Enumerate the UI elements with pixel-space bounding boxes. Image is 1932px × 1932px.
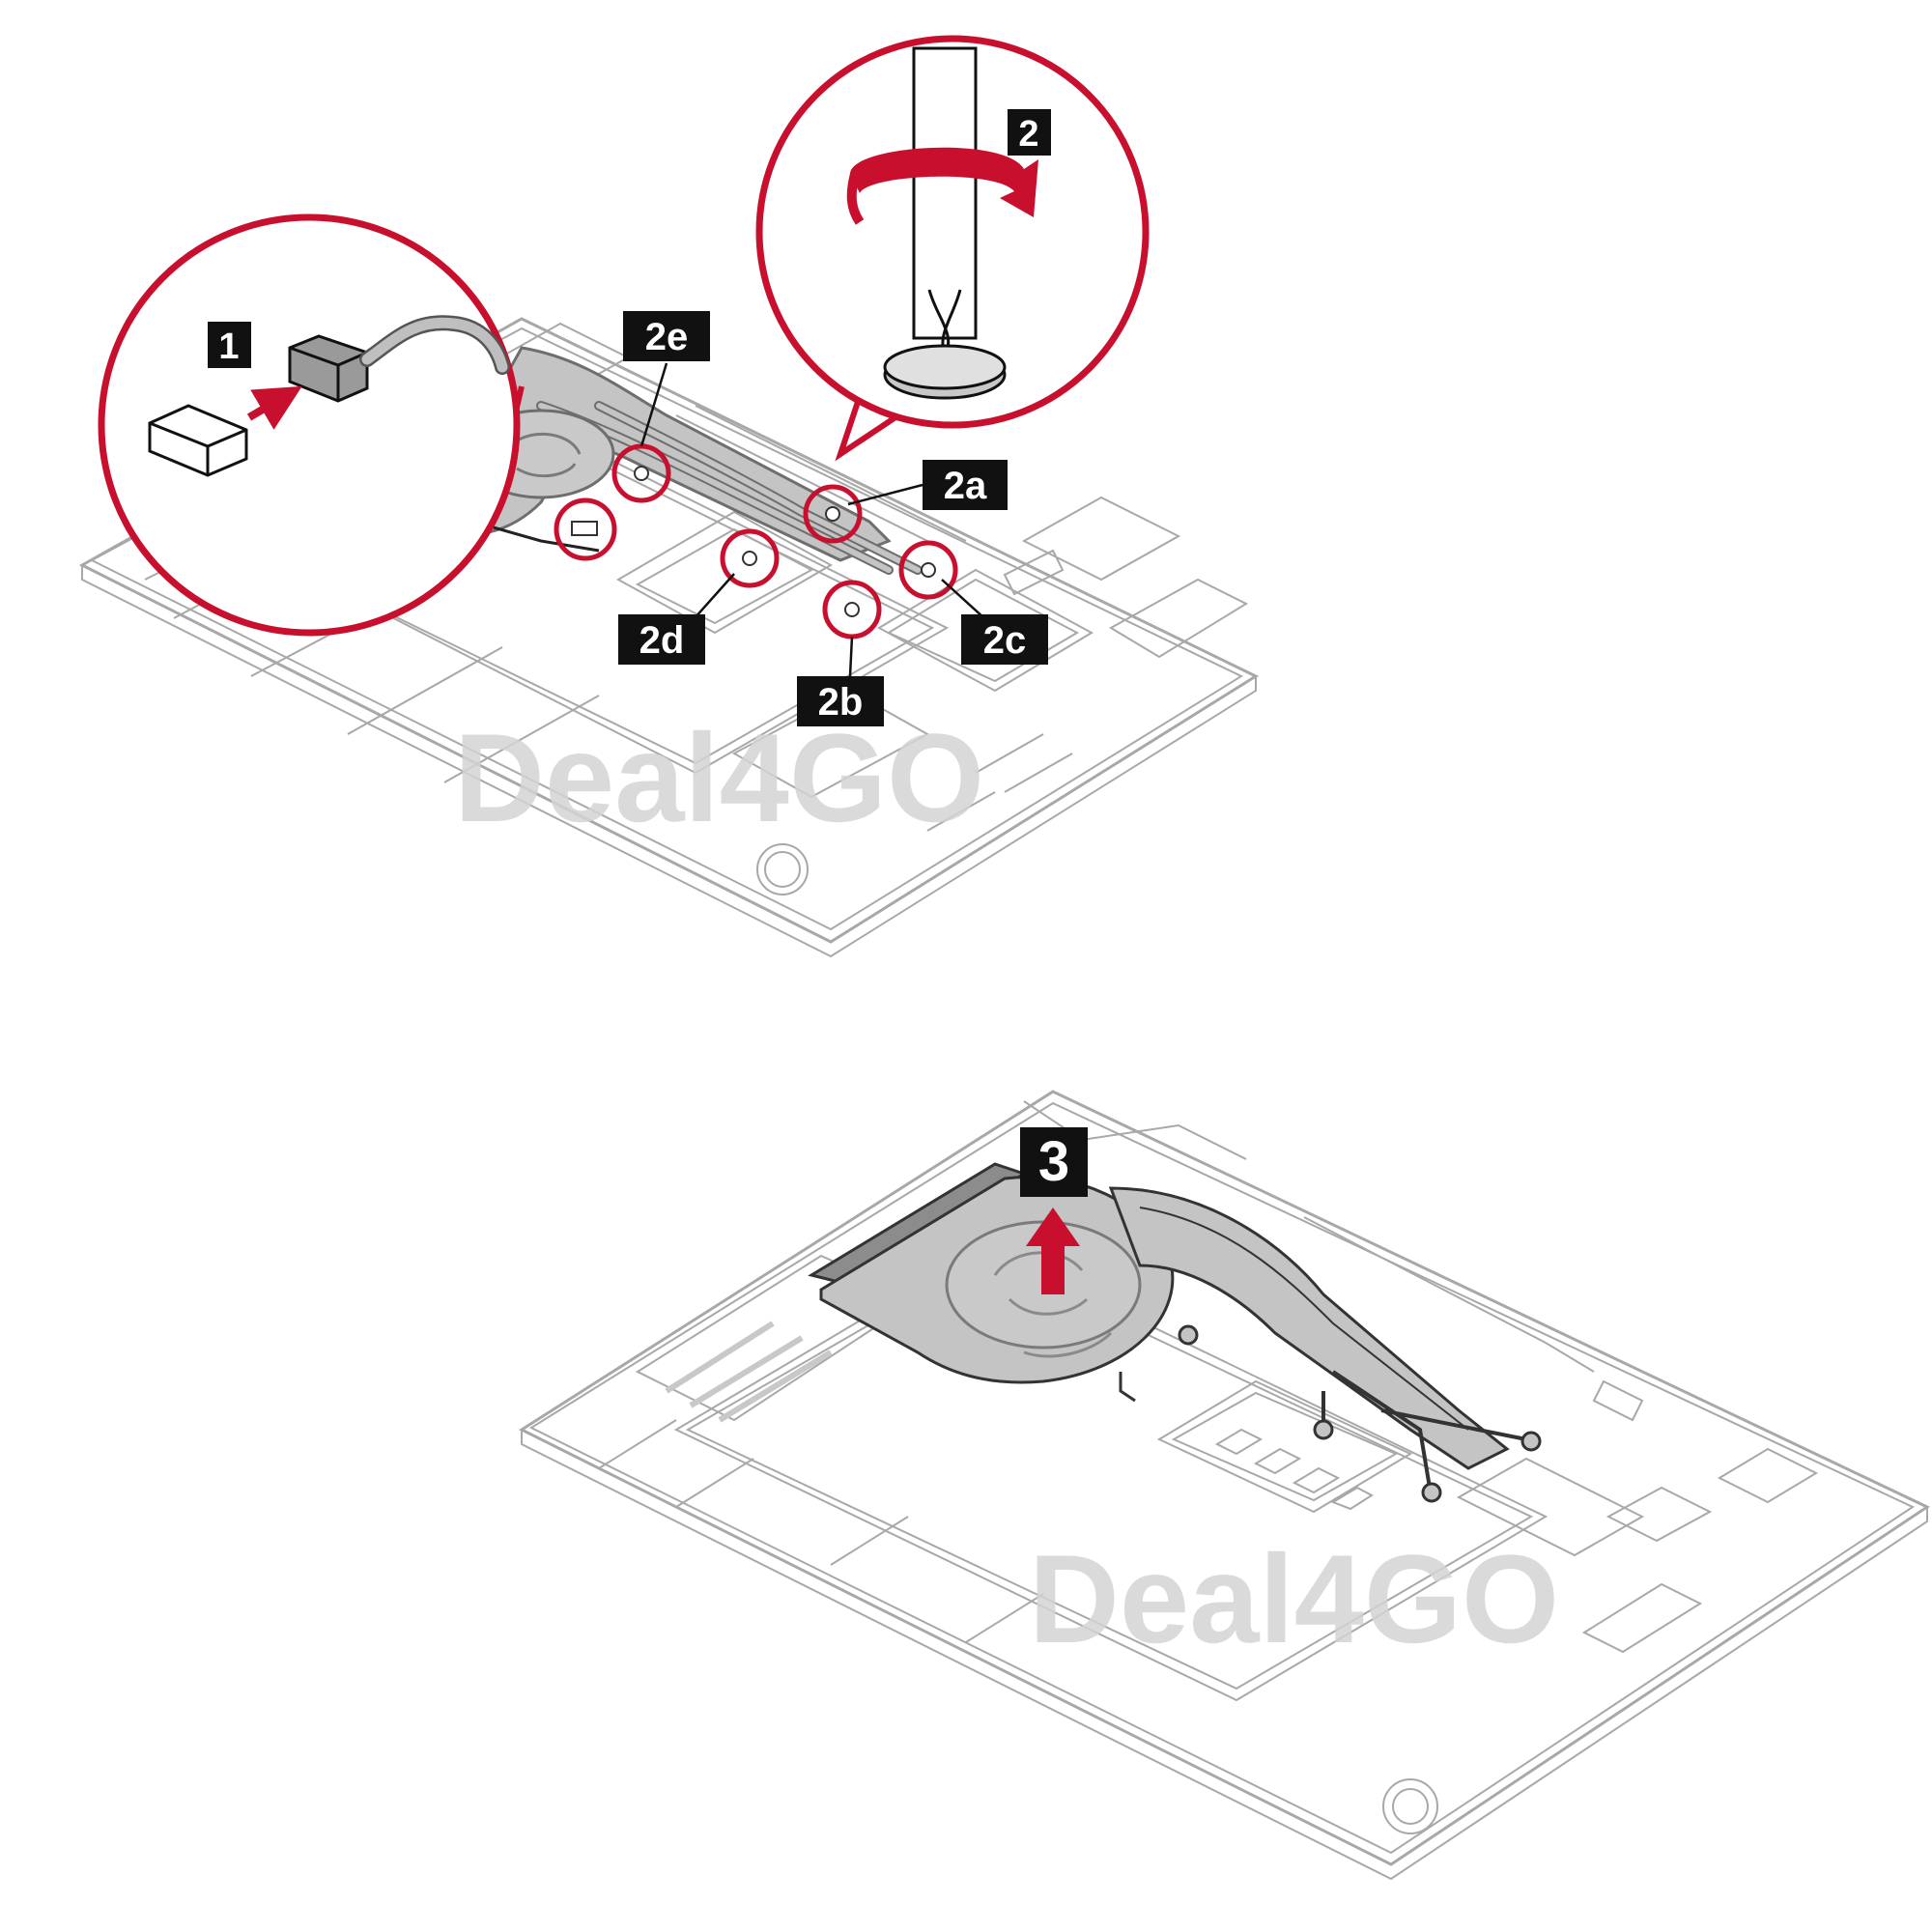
screw-2a-marker: [803, 484, 863, 544]
step-2c-badge: [961, 614, 1048, 665]
step-2b-label: 2b: [818, 681, 864, 724]
watermark-bottom: Deal4GO: [1029, 1528, 1559, 1669]
magnifier-step2: 2: [755, 35, 1150, 462]
step-2b-badge: [797, 676, 884, 726]
lift-up-arrow-icon: [1026, 1208, 1080, 1294]
screw-heads: [571, 466, 936, 617]
step-2e-badge: [623, 311, 710, 361]
step-2e-label: 2e: [645, 316, 689, 358]
connector-disconnect-icon: [148, 315, 510, 477]
step-2a-label: 2a: [944, 465, 987, 507]
bottom-heatsink-assembly: [808, 1162, 1542, 1503]
step-2-label: 2: [1018, 114, 1038, 155]
screw-2c-marker: [898, 540, 958, 600]
screw-labels-top: 2e 2a 2d 2c 2b: [618, 311, 1048, 726]
connector-marker: [554, 497, 617, 561]
step-2d-label: 2d: [639, 619, 685, 662]
step-3-label: 3: [1038, 1130, 1069, 1193]
step-2d-badge: [618, 614, 705, 665]
step-2-badge: [1008, 109, 1051, 156]
screw-markers-top: [554, 443, 958, 639]
screw-2d-marker: [720, 528, 780, 588]
step-2c-label: 2c: [983, 619, 1027, 662]
screwdriver-loosen-icon: [846, 46, 1038, 400]
step-3-badge: [1020, 1127, 1088, 1197]
watermark-top: Deal4GO: [454, 707, 984, 848]
step-1-label: 1: [218, 327, 239, 367]
magnifier-step1: 1: [98, 213, 525, 637]
bottom-laptop-base: [518, 1090, 1931, 1881]
step-2a-badge: [923, 460, 1008, 510]
step-1-badge: [208, 322, 251, 368]
